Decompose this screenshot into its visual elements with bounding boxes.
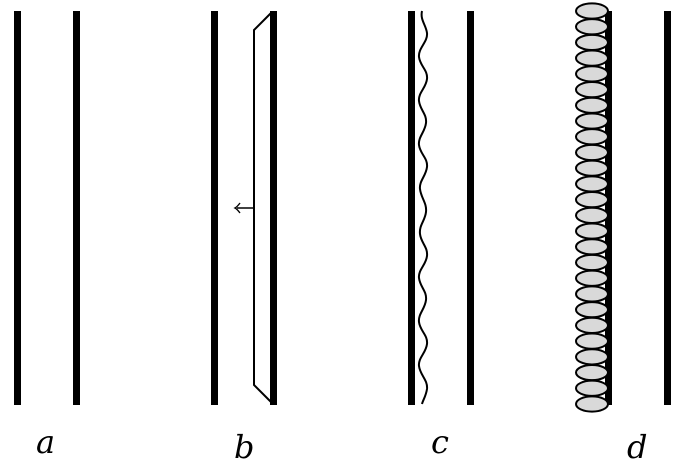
ellipse <box>575 395 609 413</box>
wall-left <box>211 11 218 405</box>
wall-right <box>270 11 277 405</box>
panel-label-a: a <box>36 423 55 461</box>
ellipse <box>575 143 609 162</box>
arrow-left-icon <box>233 202 254 214</box>
panel-c: c <box>408 10 474 461</box>
panel-label-d: d <box>627 428 647 466</box>
ellipse <box>575 175 609 193</box>
ellipse <box>575 18 609 36</box>
ellipse <box>575 65 609 83</box>
ellipse <box>575 206 609 224</box>
ellipse <box>575 128 609 146</box>
ellipse <box>575 253 609 272</box>
ellipse <box>575 363 609 382</box>
ellipse <box>575 33 609 52</box>
ellipse-stack <box>575 2 609 413</box>
ellipse <box>575 191 609 209</box>
ellipse <box>575 81 609 99</box>
wall-right <box>73 11 80 405</box>
ellipse <box>575 348 609 366</box>
wavy-line <box>417 10 429 405</box>
panel-a: a <box>14 11 80 461</box>
ellipse <box>575 159 609 177</box>
ellipse <box>575 96 609 114</box>
ellipse <box>575 2 609 20</box>
wall-left <box>605 11 612 405</box>
wall-left <box>408 11 415 405</box>
ellipse <box>575 222 609 240</box>
ellipse <box>575 269 609 287</box>
ellipse <box>575 49 609 67</box>
plate <box>253 11 273 404</box>
wall-left <box>14 11 21 405</box>
ellipse <box>575 285 609 303</box>
ellipse <box>575 112 609 130</box>
panel-d: d <box>575 2 671 466</box>
ellipse <box>575 301 609 319</box>
panel-b: b <box>211 11 277 466</box>
panel-label-b: b <box>234 428 254 466</box>
ellipse <box>575 332 609 350</box>
wall-right <box>467 11 474 405</box>
ellipse <box>575 379 609 397</box>
wall-right <box>664 11 671 405</box>
ellipse <box>575 316 609 334</box>
ellipse <box>575 238 609 256</box>
panel-label-c: c <box>431 423 449 461</box>
